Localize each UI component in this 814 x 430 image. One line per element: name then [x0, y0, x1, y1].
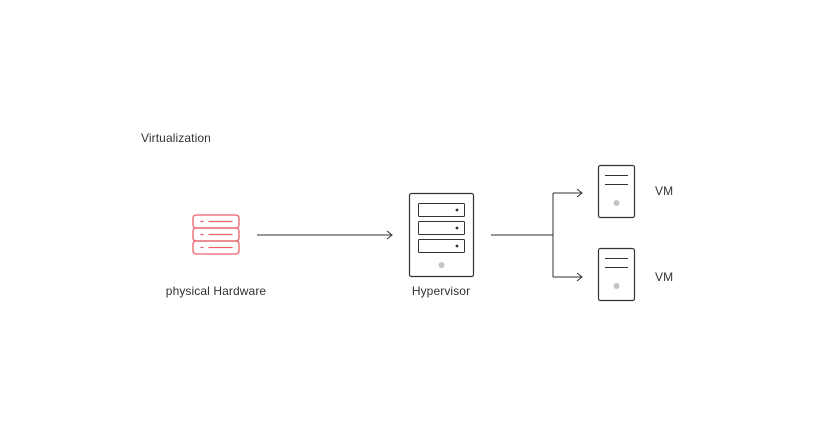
vm-label-1: VM: [655, 184, 674, 198]
vm-label-2: VM: [655, 270, 674, 284]
server-rack-icon: [408, 192, 475, 278]
server-tower-icon: [597, 164, 636, 219]
edge-hardware-to-hypervisor: [257, 230, 393, 240]
diagram-title: Virtualization: [141, 131, 211, 145]
hypervisor-label: Hypervisor: [411, 284, 471, 298]
edge-hypervisor-to-vms: [491, 188, 583, 282]
server-stack-icon: [192, 214, 240, 255]
server-tower-icon: [597, 247, 636, 302]
physical-hardware-label: physical Hardware: [165, 284, 267, 298]
